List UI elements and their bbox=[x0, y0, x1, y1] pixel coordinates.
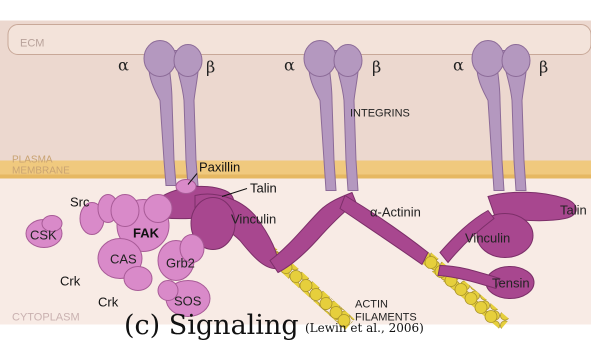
beta-label-3: β bbox=[539, 58, 548, 77]
talin-right-label: Talin bbox=[560, 203, 587, 218]
caption-citation: (Lewin et al., 2006) bbox=[305, 321, 424, 335]
vinculin-label: Vinculin bbox=[231, 212, 276, 227]
paxillin-label: Paxillin bbox=[199, 160, 240, 175]
membrane-label: MEMBRANE bbox=[12, 166, 70, 177]
alpha-actinin-label: α-Actinin bbox=[370, 205, 421, 220]
beta-label-1: β bbox=[206, 58, 215, 77]
alpha-label-2: α bbox=[284, 56, 295, 75]
integrins-label: INTEGRINS bbox=[350, 108, 410, 120]
src-label: Src bbox=[70, 195, 90, 210]
alpha-label-3: α bbox=[453, 56, 464, 75]
vinculin-right-label: Vinculin bbox=[465, 231, 510, 246]
cas-label: CAS bbox=[110, 252, 137, 267]
csk-label: CSK bbox=[30, 228, 57, 243]
fak-label: FAK bbox=[133, 226, 160, 241]
caption-title: (c) Signaling bbox=[124, 310, 299, 341]
alpha-label-1: α bbox=[118, 56, 129, 75]
tensin-label: Tensin bbox=[492, 276, 530, 291]
grb2-label: Grb2 bbox=[166, 256, 195, 271]
ecm-label: ECM bbox=[20, 38, 44, 50]
talin-label: Talin bbox=[250, 181, 277, 196]
crk-left-label: Crk bbox=[60, 274, 81, 289]
plasma-label: PLASMA bbox=[12, 155, 53, 166]
beta-label-2: β bbox=[372, 58, 381, 77]
figure-caption: (c) Signaling (Lewin et al., 2006) bbox=[0, 304, 591, 345]
paxillin-blob bbox=[176, 180, 196, 194]
